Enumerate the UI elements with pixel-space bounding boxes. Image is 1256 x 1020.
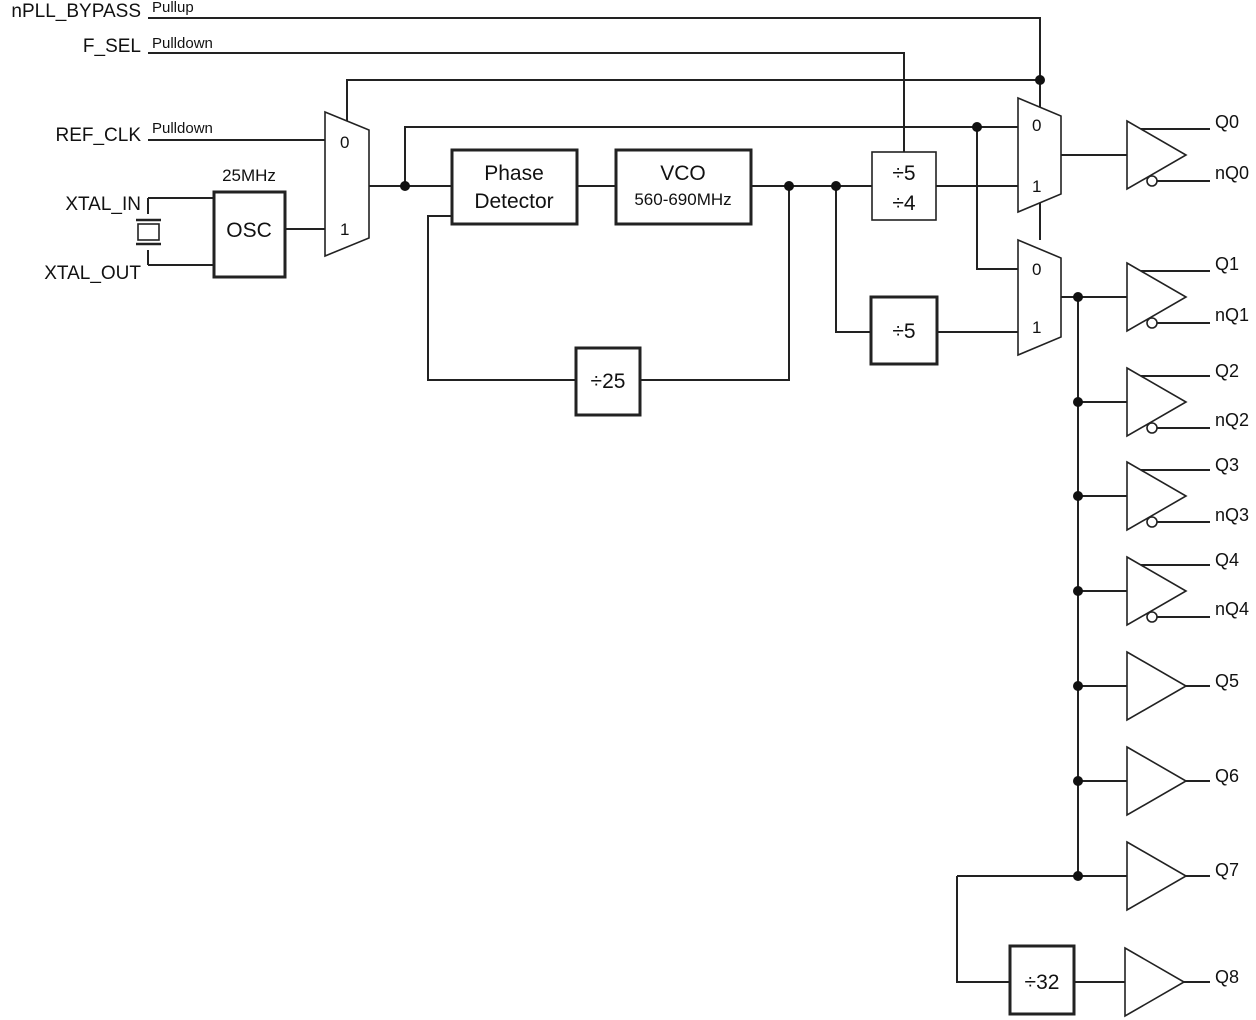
div5-div4-block <box>871 151 937 221</box>
div25-block <box>574 346 642 417</box>
wire-bypass-to-input-mux <box>346 79 1040 124</box>
input-mux-in1-label: 1 <box>340 220 349 239</box>
output-mux-q0-in1-label: 1 <box>1032 177 1041 196</box>
div5-label: ÷5 <box>892 320 915 343</box>
div5-div4-top-label: ÷5 <box>892 162 915 185</box>
input-mux-in0-label: 0 <box>340 133 349 152</box>
buffer-q3 <box>1126 460 1188 532</box>
output-q0-label: Q0 <box>1215 112 1239 132</box>
buffer-q7 <box>1126 840 1188 912</box>
buffer-q5 <box>1126 650 1188 722</box>
osc-block <box>212 190 287 279</box>
input-mux <box>324 110 370 258</box>
junction-dot <box>1073 586 1083 596</box>
output-q3-label: Q3 <box>1215 455 1239 475</box>
output-q5-label: Q5 <box>1215 671 1239 691</box>
wire-bypass-to-lower-mux <box>976 127 1018 270</box>
buffer-q0 <box>1126 119 1188 191</box>
wire-vco-to-div5 <box>835 186 871 333</box>
junction-dot <box>1073 871 1083 881</box>
output-q2-label: Q2 <box>1215 361 1239 381</box>
buffer-q6 <box>1126 745 1188 817</box>
div32-label: ÷32 <box>1025 971 1060 994</box>
div25-label: ÷25 <box>591 370 626 393</box>
f-sel-label: F_SEL <box>83 36 141 57</box>
phase-detector-label-2: Detector <box>474 190 553 213</box>
buffer-q4 <box>1126 555 1188 627</box>
phase-detector-block <box>450 148 579 226</box>
xtal-out-label: XTAL_OUT <box>44 263 141 284</box>
junction-dot <box>972 122 982 132</box>
crystal-icon <box>136 218 161 246</box>
npll-bypass-pull-label: Pullup <box>152 0 194 16</box>
vco-block <box>614 148 753 226</box>
output-q8-label: Q8 <box>1215 967 1239 987</box>
output-nq3-label: nQ3 <box>1215 505 1249 525</box>
output-mux-q0-in0-label: 0 <box>1032 116 1041 135</box>
junction-dot <box>1073 776 1083 786</box>
osc-frequency-label: 25MHz <box>222 166 276 185</box>
div5-div4-bottom-label: ÷4 <box>892 192 916 215</box>
junction-dot <box>400 181 410 191</box>
div32-block <box>1008 944 1076 1016</box>
wire-to-div32 <box>956 876 1010 983</box>
npll-bypass-label: nPLL_BYPASS <box>11 1 141 22</box>
wire-bypass-path <box>404 126 1018 186</box>
output-q1-label: Q1 <box>1215 254 1239 274</box>
junction-dot <box>1073 397 1083 407</box>
wire-f-sel <box>148 52 905 152</box>
junction-dot <box>1035 75 1045 85</box>
buffer-q8 <box>1124 946 1186 1018</box>
buffer-q1 <box>1126 261 1188 333</box>
xtal-in-label: XTAL_IN <box>65 194 141 215</box>
output-nq2-label: nQ2 <box>1215 410 1249 430</box>
output-q6-label: Q6 <box>1215 766 1239 786</box>
output-q7-label: Q7 <box>1215 860 1239 880</box>
output-mux-q0 <box>1017 96 1062 214</box>
ref-clk-label: REF_CLK <box>55 125 141 146</box>
junction-dot <box>784 181 794 191</box>
junction-dot <box>1073 292 1083 302</box>
output-mux-bus-in0-label: 0 <box>1032 260 1041 279</box>
wire-xtal-out <box>147 250 214 266</box>
output-nq1-label: nQ1 <box>1215 305 1249 325</box>
ref-clk-pull-label: Pulldown <box>152 120 213 137</box>
div5-block <box>869 295 939 366</box>
output-mux-bus-in1-label: 1 <box>1032 318 1041 337</box>
wire-xtal-in <box>147 197 214 214</box>
osc-label: OSC <box>226 219 272 242</box>
output-q4-label: Q4 <box>1215 550 1239 570</box>
output-nq4-label: nQ4 <box>1215 599 1249 619</box>
junction-dot <box>1073 491 1083 501</box>
vco-label: VCO <box>660 162 706 185</box>
junction-dot <box>831 181 841 191</box>
vco-range-label: 560-690MHz <box>634 190 731 209</box>
phase-detector-label-1: Phase <box>484 162 544 185</box>
wire-feedback <box>427 186 790 381</box>
buffer-q2 <box>1126 366 1188 438</box>
output-mux-bus <box>1017 238 1062 357</box>
output-nq0-label: nQ0 <box>1215 163 1249 183</box>
junctions <box>400 75 1083 881</box>
junction-dot <box>1073 681 1083 691</box>
f-sel-pull-label: Pulldown <box>152 35 213 52</box>
